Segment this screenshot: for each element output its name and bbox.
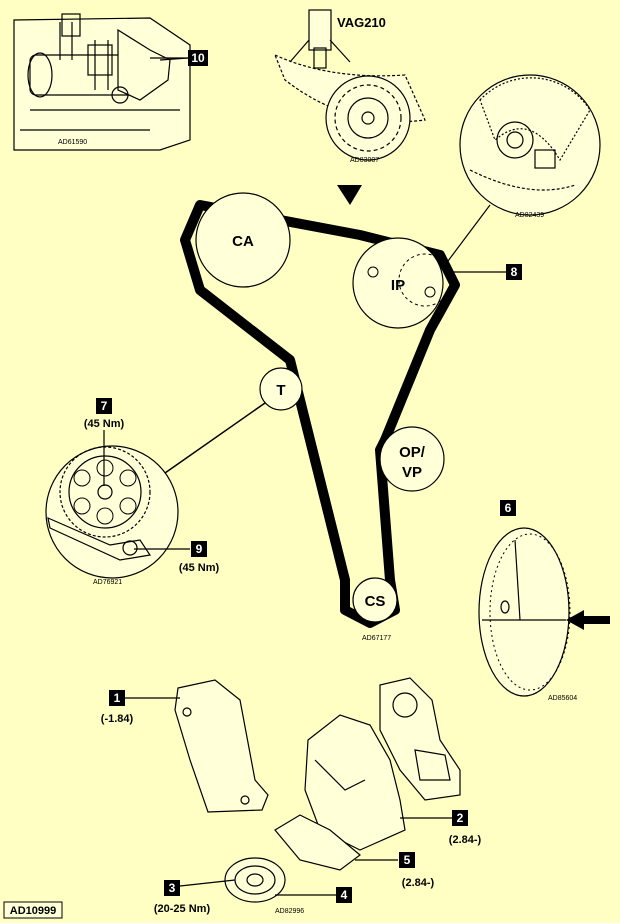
timing-covers-illustration (174, 677, 461, 903)
callout-3-value: (20-25 Nm) (154, 903, 211, 915)
tensioner-pulley-label: T (276, 382, 285, 399)
callout-7-value: (45 Nm) (84, 418, 125, 430)
figure-id-text: AD10999 (10, 905, 56, 917)
crank-mark-detail (478, 527, 610, 697)
callout-6: 6 (500, 500, 516, 516)
engine-top-illustration (13, 13, 191, 151)
tensioner-pulley: T (259, 367, 303, 411)
figure-code-crank-mark: AD85604 (548, 695, 577, 702)
callout-9-number: 9 (196, 542, 203, 556)
injection-pump-pulley: IP (352, 237, 452, 329)
callout-9: 9 (45 Nm) (179, 541, 220, 574)
tool-label: VAG210 (337, 15, 386, 30)
camshaft-pulley: CA (195, 192, 291, 288)
camshaft-pulley-label: CA (232, 233, 254, 250)
callout-3: 3 (20-25 Nm) (154, 880, 211, 915)
callout-4: 4 (336, 887, 352, 903)
figure-code-main-belt: AD67177 (362, 635, 391, 642)
callout-1-value: (-1.84) (101, 713, 134, 725)
callout-10: 10 (188, 50, 208, 66)
figure-code-engine-top: AD61590 (58, 139, 87, 146)
callout-1: 1 (-1.84) (101, 690, 134, 725)
figure-code-pump-sprocket: AD82439 (515, 212, 544, 219)
injection-pump-pulley-label: IP (391, 277, 405, 294)
figure-code-tensioner: AD76921 (93, 579, 122, 586)
callout-8: 8 (506, 264, 522, 280)
callout-9-value: (45 Nm) (179, 562, 220, 574)
callout-1-number: 1 (114, 691, 121, 705)
figure-code-tool-sprocket: AD83007 (350, 157, 379, 164)
callout-5-value: (2.84-) (402, 877, 435, 889)
oil-vacuum-pump-label-line1: OP/ (399, 444, 426, 461)
callout-2-value: (2.84-) (449, 834, 482, 846)
oil-vacuum-pump-pulley: OP/ VP (379, 426, 445, 492)
figure-code-covers: AD82996 (275, 908, 304, 915)
callout-2-number: 2 (457, 811, 464, 825)
callout-4-number: 4 (341, 888, 348, 902)
callout-2: 2 (2.84-) (449, 810, 482, 846)
pump-sprocket-detail (459, 74, 601, 216)
callout-5-number: 5 (404, 853, 411, 867)
crank-mark-arrow (566, 610, 610, 630)
callout-10-number: 10 (191, 51, 205, 65)
rotation-direction-arrow (337, 185, 362, 205)
callout-8-number: 8 (511, 265, 518, 279)
crankshaft-pulley-label: CS (365, 593, 386, 610)
figure-id-box: AD10999 (3, 901, 63, 919)
callout-3-number: 3 (169, 881, 176, 895)
crankshaft-pulley: CS (352, 577, 398, 623)
callout-6-number: 6 (505, 501, 512, 515)
oil-vacuum-pump-label-line2: VP (402, 464, 422, 481)
tensioner-detail (45, 445, 179, 579)
callout-7-number: 7 (101, 399, 108, 413)
callout-5: 5 (2.84-) (399, 852, 435, 889)
callout-7: 7 (45 Nm) (84, 398, 125, 486)
tool-sprocket-illustration (273, 9, 426, 161)
